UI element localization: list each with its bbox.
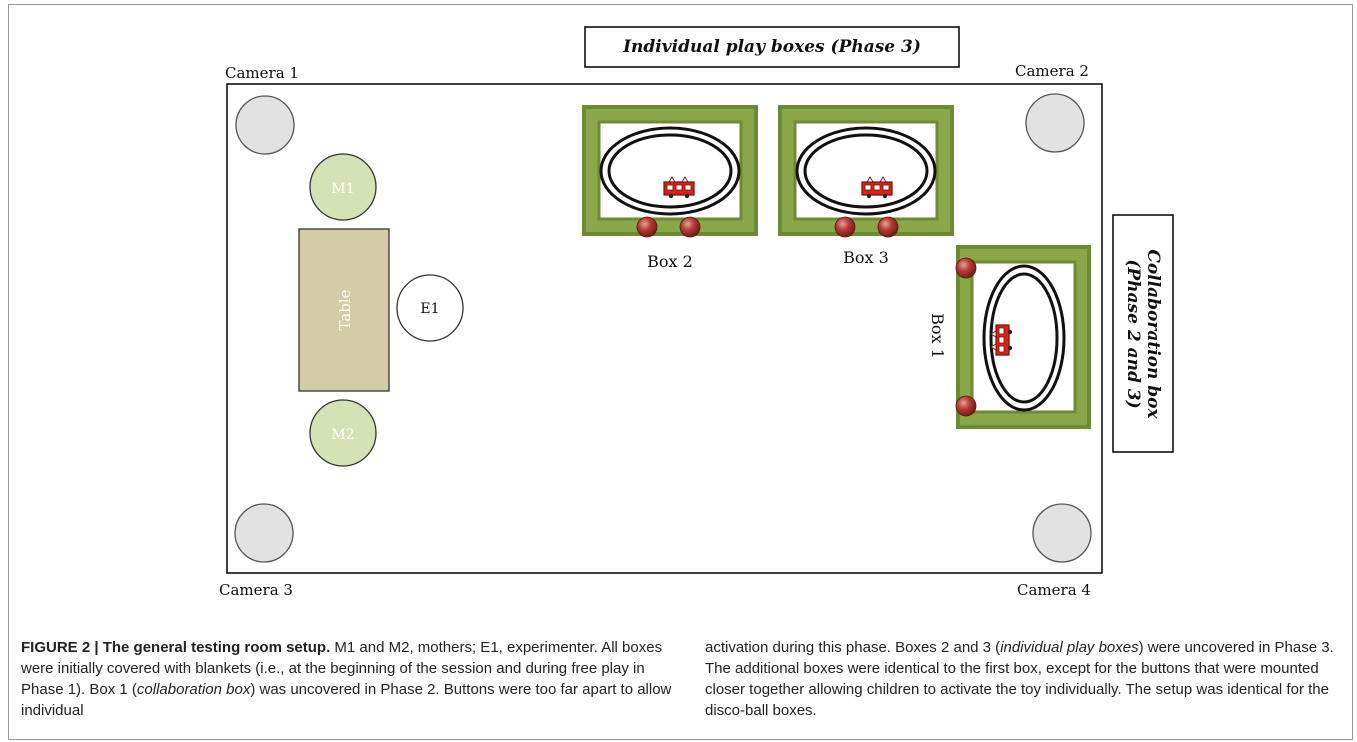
experimenter-circle (396, 274, 464, 342)
mother-2-circle (309, 399, 377, 467)
caption-italic: collaboration box (136, 681, 251, 698)
camera-4-label: Camera 4 (1017, 581, 1091, 599)
box-2-button-right (679, 216, 701, 238)
box-3-button-left (834, 216, 856, 238)
camera-3-circle (234, 503, 294, 563)
camera-2-label: Camera 2 (1015, 62, 1089, 80)
mother-1-label: M1 (331, 181, 354, 197)
table-label: Table (336, 289, 354, 330)
figure-frame (8, 4, 1353, 740)
box-2 (582, 105, 758, 238)
camera-2-circle (1025, 93, 1085, 153)
camera-4-circle (1032, 503, 1092, 563)
caption-text: activation during this phase. Boxes 2 an… (705, 639, 1001, 656)
box-3-label: Box 3 (843, 248, 889, 267)
box-1 (955, 245, 1091, 429)
collaboration-box-title-line2: (Phase 2 and 3) (1123, 259, 1143, 408)
figure-caption-right: activation during this phase. Boxes 2 an… (705, 637, 1345, 721)
camera-3-label: Camera 3 (219, 581, 293, 599)
caption-text: ) was uncovered in Phase 2. Buttons were… (21, 681, 672, 719)
caption-text: ) were uncovered in Phase 3. The additio… (705, 639, 1334, 719)
mother-2-label: M2 (331, 427, 354, 443)
box-1-button-top (955, 257, 977, 279)
mother-1-circle (309, 153, 377, 221)
individual-play-boxes-label-box (584, 26, 960, 68)
collaboration-box-label-box (1112, 214, 1174, 453)
individual-play-boxes-title: Individual play boxes (Phase 3) (622, 37, 921, 57)
box-3-button-right (877, 216, 899, 238)
table-rect (298, 228, 390, 392)
caption-text: M1 and M2, mothers; E1, experimenter. Al… (21, 639, 663, 698)
room-setup-diagram: Individual play boxes (Phase 3) Camera 1… (219, 26, 1174, 599)
box-2-label: Box 2 (647, 252, 693, 271)
box-3 (778, 105, 954, 238)
figure-caption-left: FIGURE 2 | The general testing room setu… (21, 637, 676, 721)
experimenter-label: E1 (420, 301, 439, 317)
box-2-button-left (636, 216, 658, 238)
collaboration-box-title-line1: Collaboration box (1143, 249, 1163, 419)
camera-1-label: Camera 1 (225, 64, 299, 82)
box-1-label: Box 1 (928, 313, 947, 359)
caption-italic: individual play boxes (1000, 639, 1139, 656)
figure-label: FIGURE 2 | The general testing room setu… (21, 639, 331, 656)
box-1-button-bottom (955, 395, 977, 417)
camera-1-circle (235, 95, 295, 155)
